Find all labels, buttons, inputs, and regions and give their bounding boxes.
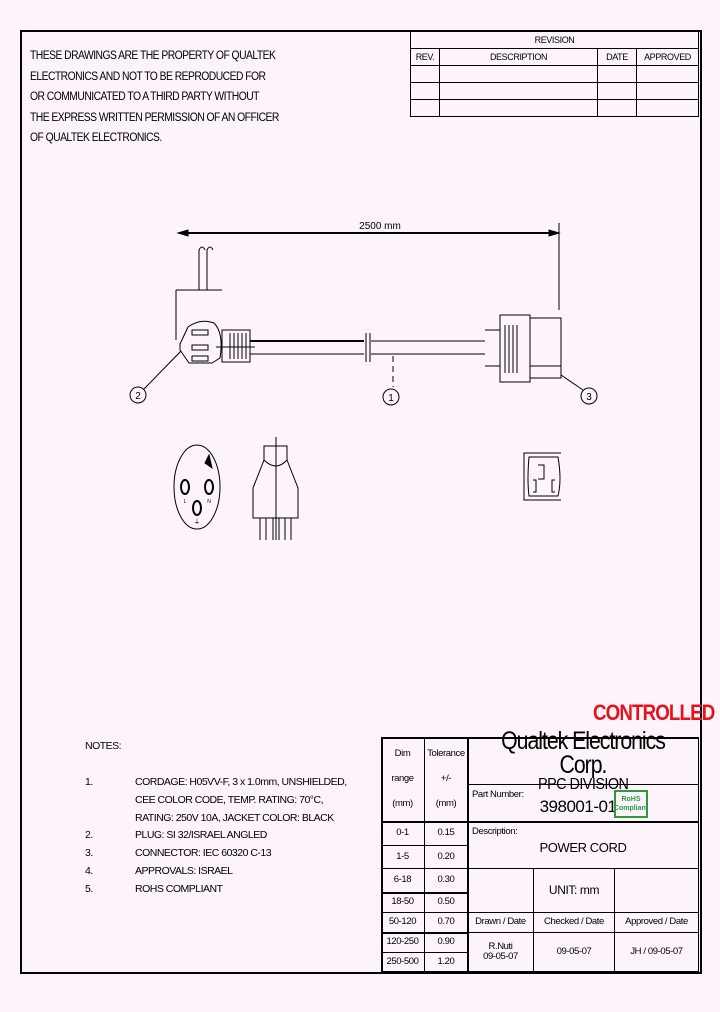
checked-label: Checked / Date: [534, 913, 615, 933]
note-text: APPROVALS: ISRAEL: [135, 864, 233, 877]
tolerance-value: 0.70: [425, 913, 468, 933]
iec-inlet-face: [523, 452, 561, 501]
notice-line: OF QUALTEK ELECTRONICS.: [30, 132, 162, 144]
callout-1: 1: [382, 356, 400, 406]
dim-range-value: 120-250: [381, 933, 425, 953]
callout-label: 3: [586, 392, 592, 403]
division-name: PPC DIVISION: [537, 775, 629, 793]
blank-cell: [468, 869, 534, 913]
notice-line: OR COMMUNICATED TO A THIRD PARTY WITHOUT: [30, 91, 259, 103]
iec-connector: [485, 314, 562, 383]
note-text: CORDAGE: H05VV-F, 3 x 1.0mm, UNSHIELDED,: [135, 776, 347, 788]
note-number: 5.: [85, 882, 93, 895]
notes-title: NOTES:: [85, 740, 122, 752]
notice-line: THE EXPRESS WRITTEN PERMISSION OF AN OFF…: [30, 111, 279, 124]
part-number-cell: Part Number: 398001-01: [468, 785, 699, 822]
note-number: 2.: [85, 829, 93, 842]
notes-section: NOTES: 1. CORDAGE: H05VV-F, 3 x 1.0mm, UN…: [85, 740, 347, 899]
company-name: Qualtek Electronics Corp.: [501, 726, 666, 779]
company-header: Qualtek Electronics Corp. PPC DIVISION: [468, 728, 699, 792]
dimension-line: [176, 223, 561, 310]
unit-cell: UNIT: mm: [534, 869, 615, 913]
tolerance-value: 0.30: [425, 869, 468, 893]
dim-range-value: 18-50: [381, 893, 425, 913]
tolerance-value: 0.50: [425, 893, 468, 913]
note-text: ROHS COMPLIANT: [135, 882, 223, 895]
note-number: 4.: [85, 864, 93, 877]
drawing-frame: [20, 30, 702, 974]
note-item: 5. ROHS COMPLIANT: [85, 881, 347, 899]
dim-range-value: 250-500: [381, 953, 425, 972]
controlled-stamp: CONTROLLED: [593, 700, 715, 725]
callout-3: 3: [560, 374, 598, 405]
part-number: 398001-01: [539, 796, 617, 816]
callout-label: 2: [135, 391, 141, 402]
checked-value: 09-05-07: [534, 933, 615, 972]
tolerance-value: 1.20: [425, 953, 468, 972]
dim-range-value: 50-120: [381, 913, 425, 933]
property-notice: THESE DRAWINGS ARE THE PROPERTY OF QUALT…: [30, 46, 279, 149]
plug-front-view: [252, 437, 299, 540]
note-number: 1.: [85, 776, 93, 788]
drawn-label: Drawn / Date: [468, 913, 534, 933]
note-text: RATING: 250V 10A, JACKET COLOR: BLACK: [135, 811, 334, 824]
tolerance-value: 0.15: [425, 822, 468, 846]
cable: [250, 333, 485, 362]
plug-label-ground: ⏚: [194, 519, 200, 526]
angled-plug: [175, 246, 255, 364]
notice-line: THESE DRAWINGS ARE THE PROPERTY OF QUALT…: [30, 50, 276, 62]
note-item: 1. CORDAGE: H05VV-F, 3 x 1.0mm, UNSHIELDE…: [85, 774, 347, 827]
revision-row: [410, 99, 699, 117]
description-value: POWER CORD: [539, 839, 627, 855]
callout-2: 2: [129, 350, 182, 404]
dimension-label: 2500 mm: [359, 221, 401, 232]
note-text: CEE COLOR CODE, TEMP. RATING: 70°C,: [135, 793, 323, 806]
revision-table: REVISION REV. DESCRIPTION DATE APPROVED: [410, 31, 699, 117]
tolerance-header: Tolerance+/-(mm): [425, 737, 468, 822]
note-item: 3. CONNECTOR: IEC 60320 C-13: [85, 845, 347, 863]
note-item: 2. PLUG: SI 32/ISRAEL ANGLED: [85, 827, 347, 845]
callout-label: 1: [388, 393, 394, 404]
description-cell: Description: POWER CORD: [468, 822, 699, 869]
dim-range-value: 6-18: [381, 869, 425, 893]
note-item: 4. APPROVALS: ISRAEL: [85, 863, 347, 881]
approved-label: Approved / Date: [615, 913, 699, 933]
tolerance-value: 0.90: [425, 933, 468, 953]
description-label: Description:: [472, 826, 518, 837]
plug-label-l: L: [184, 499, 187, 505]
note-number: 3.: [85, 847, 93, 860]
approved-value: JH / 09-05-07: [615, 933, 699, 972]
note-text: PLUG: SI 32/ISRAEL ANGLED: [135, 829, 267, 842]
blank-cell: [615, 869, 699, 913]
notice-line: ELECTRONICS AND NOT TO BE REPRODUCED FOR: [30, 70, 266, 83]
part-number-label: Part Number:: [472, 789, 524, 800]
dim-range-value: 1-5: [381, 846, 425, 869]
title-block: [381, 737, 699, 972]
plug-label-n: N: [207, 499, 211, 505]
tolerance-value: 0.20: [425, 846, 468, 869]
dim-range-value: 0-1: [381, 822, 425, 846]
plug-face-view: L N ⏚: [173, 444, 221, 530]
revision-row: [410, 82, 699, 100]
note-text: CONNECTOR: IEC 60320 C-13: [135, 847, 272, 860]
